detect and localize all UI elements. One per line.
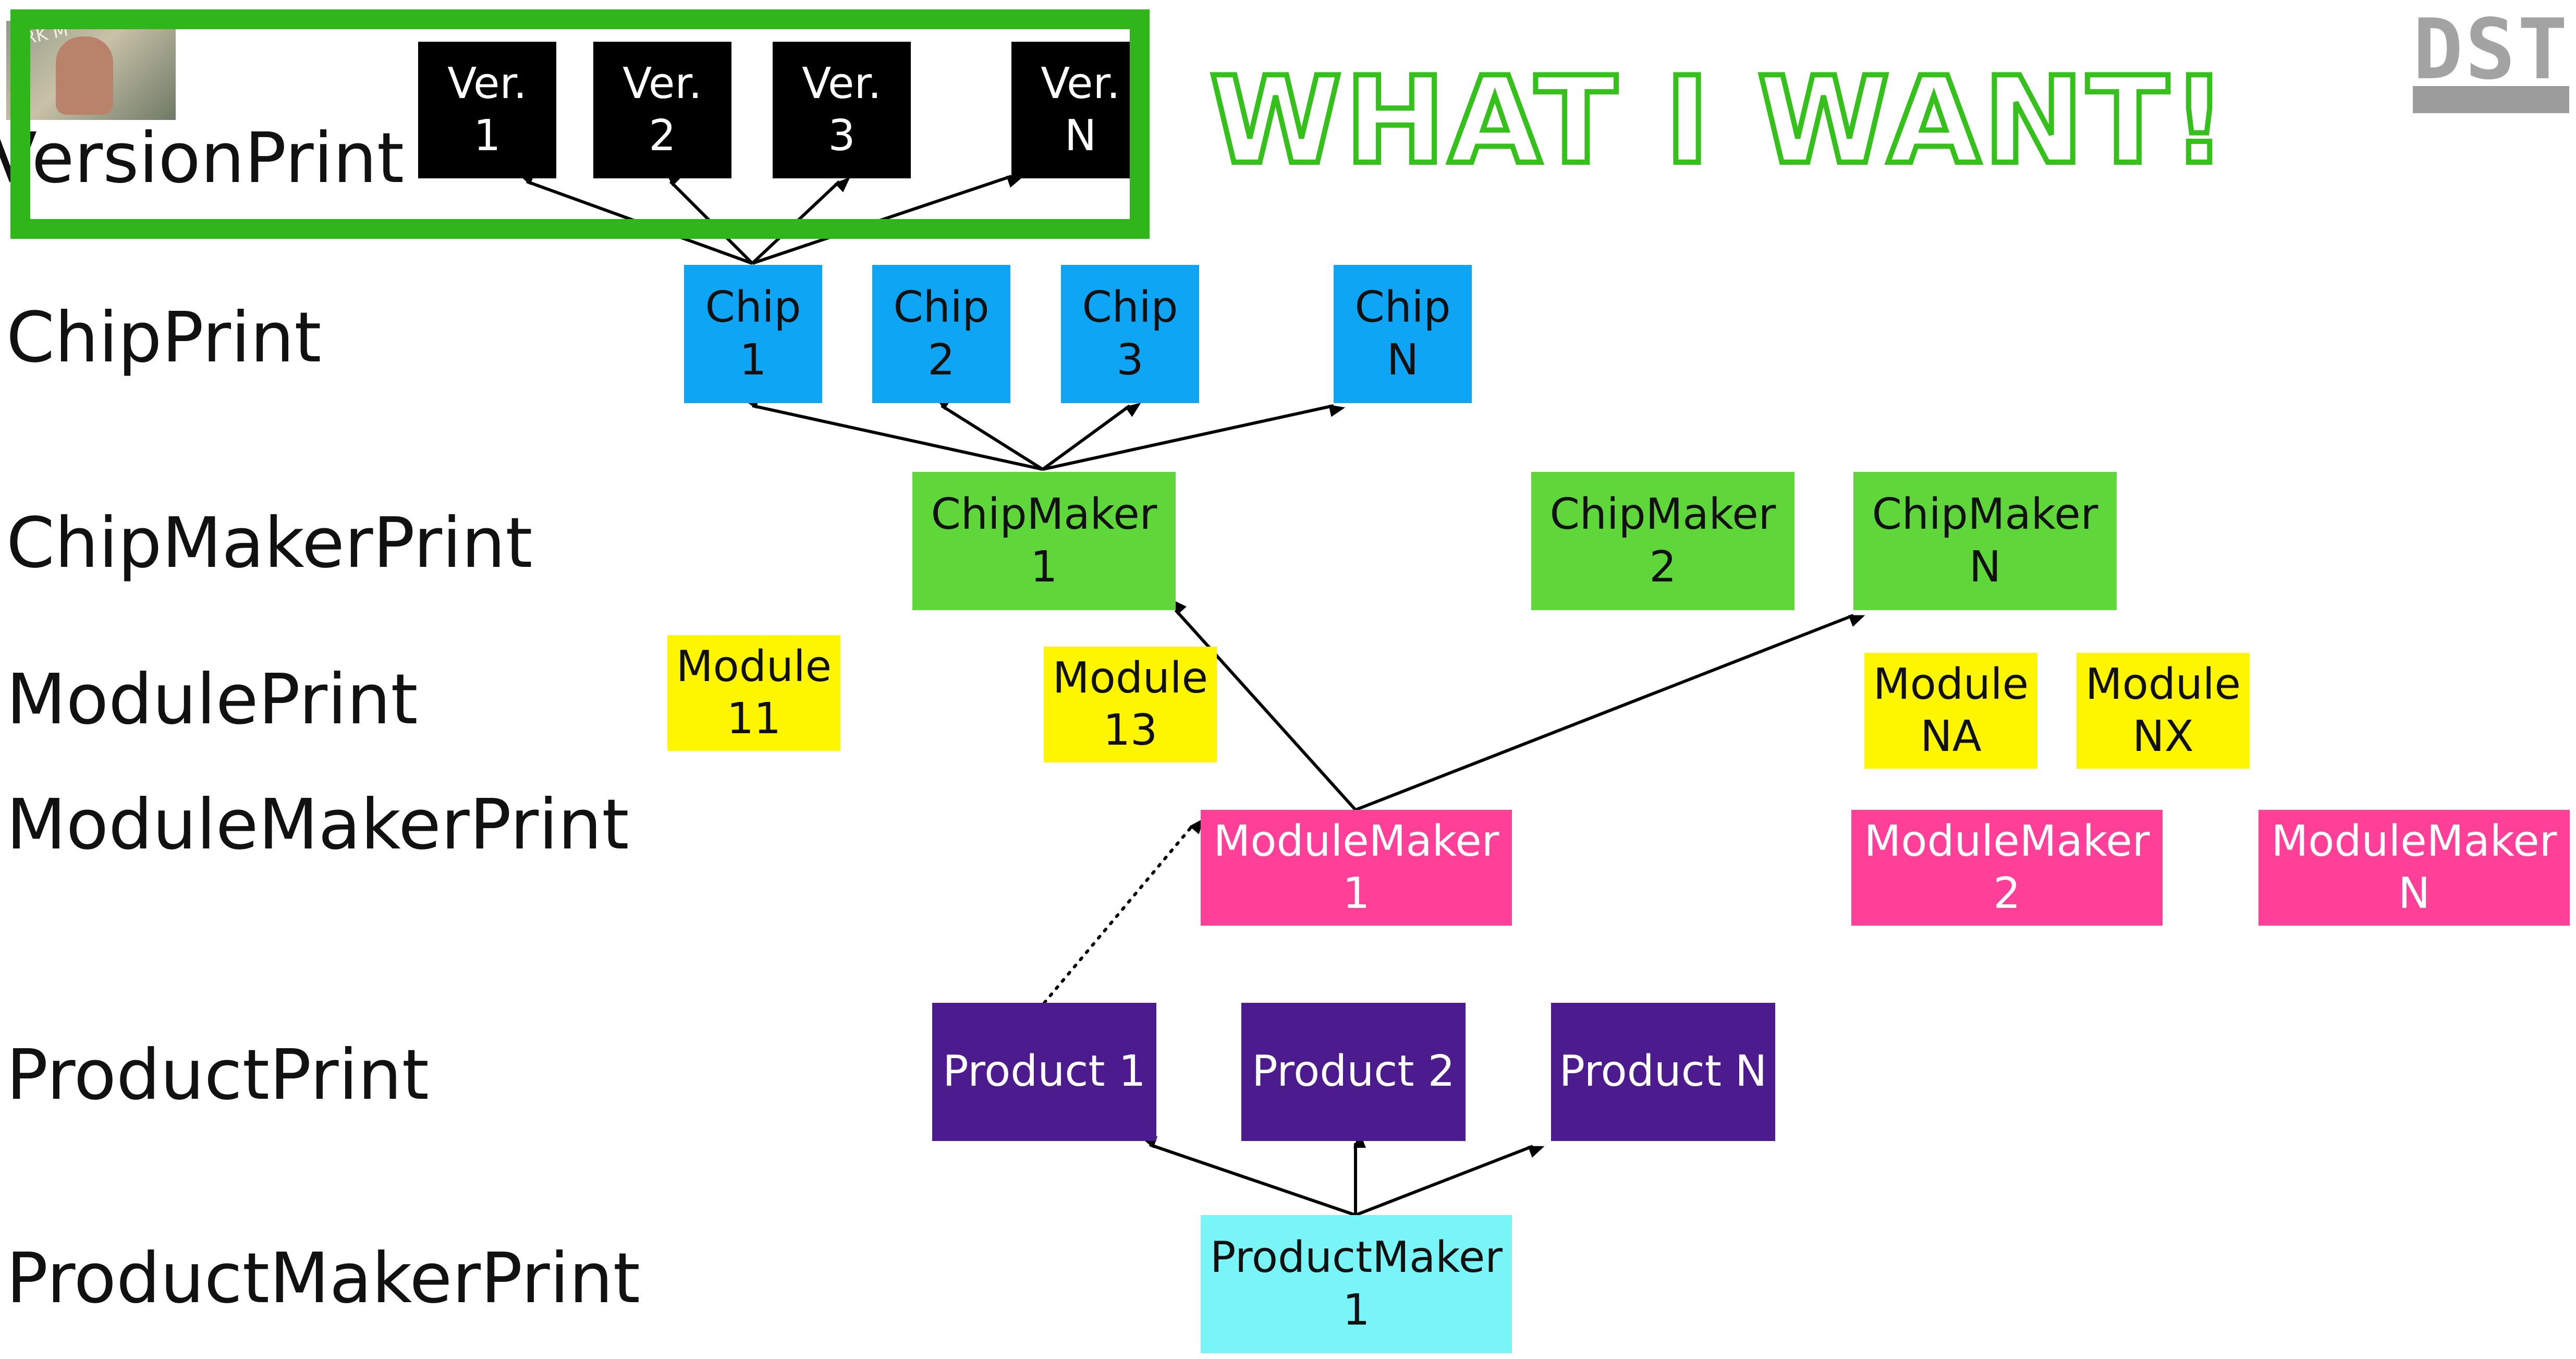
chip-node-2: Chip 2: [872, 265, 1010, 403]
arrow-productmaker1-productN: [1354, 1145, 1545, 1217]
row-label-modulemaker: ModuleMakerPrint: [6, 785, 629, 865]
row-label-productmaker: ProductMakerPrint: [6, 1239, 640, 1319]
person-figure: [56, 37, 113, 115]
page-title: WHAT I WANT!: [1207, 52, 2230, 191]
arrow-chipmaker1-chip2: [934, 396, 1044, 471]
product-node-2: Product 2: [1241, 1003, 1466, 1141]
module-node-nx: Module NX: [2077, 653, 2250, 769]
modulemaker-node-1: ModuleMaker 1: [1201, 810, 1512, 926]
productmaker-node-1: ProductMaker 1: [1201, 1215, 1512, 1353]
version-highlight-frame: [10, 9, 1150, 239]
chipmaker-node-n: ChipMaker N: [1853, 472, 2117, 610]
version-node-1: Ver. 1: [418, 42, 556, 178]
arrow-product1-modulemaker1-dotted: [1043, 818, 1204, 1004]
logo-bar: [2413, 86, 2569, 113]
arrow-chipmaker1-chip3: [1042, 403, 1141, 471]
arrow-modulemaker1-chipmakerN: [1354, 614, 1865, 811]
chip-node-n: Chip N: [1334, 265, 1472, 403]
module-node-11: Module 11: [667, 635, 840, 751]
version-node-2: Ver. 2: [593, 42, 731, 178]
product-node-1: Product 1: [932, 1003, 1156, 1141]
arrow-chipmaker1-chip1: [742, 396, 1043, 471]
chip-node-1: Chip 1: [684, 265, 822, 403]
chipmaker-node-1: ChipMaker 1: [912, 472, 1176, 610]
speaker-photo: ARK M: [6, 19, 176, 120]
module-node-13: Module 13: [1044, 647, 1217, 762]
version-node-3: Ver. 3: [773, 42, 911, 178]
arrow-chipmaker1-chipN: [1042, 404, 1346, 471]
module-node-na: Module NA: [1864, 653, 2037, 769]
row-label-chip: ChipPrint: [6, 298, 322, 378]
row-label-version: VersionPrint: [0, 118, 405, 199]
modulemaker-node-n: ModuleMaker N: [2258, 810, 2570, 926]
version-node-n: Ver. N: [1011, 42, 1150, 178]
chipmaker-node-2: ChipMaker 2: [1531, 472, 1794, 610]
arrow-productmaker1-product1: [1140, 1136, 1356, 1217]
chip-node-3: Chip 3: [1061, 265, 1199, 403]
row-label-module: ModulePrint: [6, 660, 418, 740]
row-label-product: ProductPrint: [6, 1035, 429, 1115]
arrow-modulemaker1-chipmaker1: [1171, 599, 1357, 811]
row-label-chipmaker: ChipMakerPrint: [6, 503, 533, 584]
logo-text: DST: [2413, 1, 2570, 98]
modulemaker-node-2: ModuleMaker 2: [1851, 810, 2163, 926]
logo: DST: [2413, 1, 2576, 113]
product-node-n: Product N: [1551, 1003, 1775, 1141]
